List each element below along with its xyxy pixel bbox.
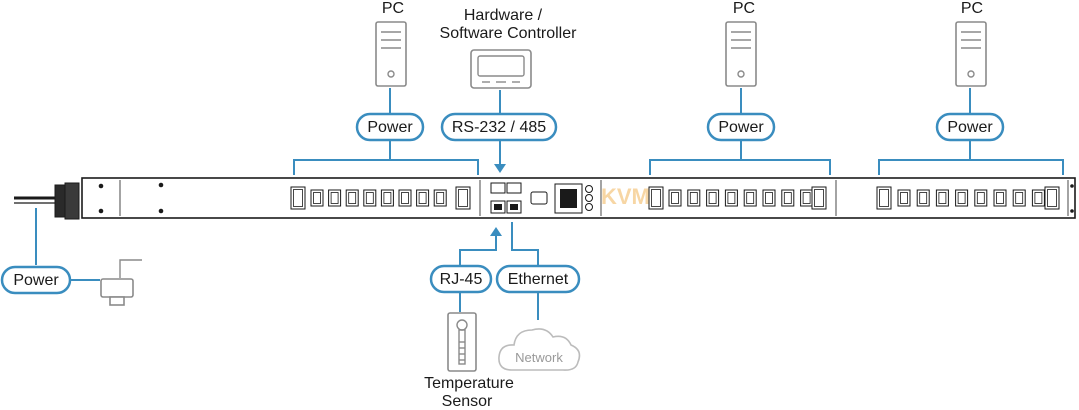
menu-up-button[interactable] bbox=[585, 185, 593, 193]
c13-outlet bbox=[706, 189, 720, 207]
power-pill-pc2: Power bbox=[706, 112, 776, 142]
c19-outlet bbox=[1044, 186, 1060, 210]
pc-tower-icon bbox=[725, 21, 757, 87]
pc3-outlet-bracket bbox=[878, 159, 1064, 175]
menu-select-button[interactable] bbox=[585, 194, 593, 202]
pc3-label: PC bbox=[961, 0, 983, 17]
c13-outlet bbox=[363, 189, 377, 207]
c13-outlet bbox=[800, 189, 814, 207]
c13-outlet bbox=[433, 189, 447, 207]
power-pill-pc1: Power bbox=[355, 112, 425, 142]
temperature-label-line2: Sensor bbox=[442, 393, 493, 410]
temperature-sensor-icon bbox=[447, 312, 477, 372]
c13-outlet bbox=[935, 189, 949, 207]
pc-tower-icon bbox=[955, 21, 987, 87]
power-pill-pc3: Power bbox=[935, 112, 1005, 142]
c13-outlet bbox=[724, 189, 738, 207]
rs232-port[interactable] bbox=[490, 182, 506, 194]
control-module bbox=[490, 182, 593, 214]
c13-outlet bbox=[897, 189, 911, 207]
pdu-strip: KVM bbox=[81, 177, 1076, 219]
rj45-arrow-icon bbox=[490, 227, 502, 236]
c13-outlet bbox=[310, 189, 324, 207]
pc2-label: PC bbox=[733, 0, 755, 17]
pc1-outlet-bracket bbox=[293, 159, 479, 175]
ethernet-pill-label: Ethernet bbox=[508, 271, 569, 288]
pc-tower-icon bbox=[375, 21, 407, 87]
c13-outlet bbox=[398, 189, 412, 207]
outlet-bank-2 bbox=[648, 186, 827, 210]
rs485-port[interactable] bbox=[506, 182, 522, 194]
rj45-pill-label: RJ-45 bbox=[440, 271, 483, 288]
c13-outlet bbox=[1031, 189, 1045, 207]
ethernet-wire bbox=[511, 222, 539, 265]
controller-label-line2: Software Controller bbox=[440, 25, 578, 42]
c13-outlet bbox=[380, 189, 394, 207]
c13-outlet bbox=[345, 189, 359, 207]
c13-outlet bbox=[993, 189, 1007, 207]
c13-outlet bbox=[668, 189, 682, 207]
c13-outlet bbox=[955, 189, 969, 207]
power-pill-pc1-label: Power bbox=[367, 119, 413, 136]
temperature-label-line1: Temperature bbox=[424, 375, 514, 392]
rs232-pill: RS-232 / 485 bbox=[440, 112, 558, 142]
power-pill-pc3-label: Power bbox=[947, 119, 993, 136]
c19-outlet bbox=[811, 186, 827, 210]
rs232-pill-label: RS-232 / 485 bbox=[452, 119, 546, 136]
c13-outlet bbox=[743, 189, 757, 207]
rj45-pill: RJ-45 bbox=[429, 264, 493, 294]
reset-button[interactable] bbox=[530, 191, 548, 205]
rs232-arrow-icon bbox=[494, 164, 506, 173]
ethernet-pill: Ethernet bbox=[495, 264, 581, 294]
plug-icon bbox=[100, 259, 142, 306]
c19-outlet bbox=[876, 186, 892, 210]
cloud-icon: Network bbox=[498, 328, 581, 371]
c13-outlet bbox=[916, 189, 930, 207]
pc1-label: PC bbox=[382, 0, 404, 17]
c13-outlet bbox=[1012, 189, 1026, 207]
c13-outlet bbox=[974, 189, 988, 207]
controller-screen-icon bbox=[470, 49, 532, 89]
c13-outlet bbox=[762, 189, 776, 207]
watermark-logo: KVM bbox=[601, 184, 650, 209]
c19-outlet bbox=[648, 186, 664, 210]
c19-outlet bbox=[455, 186, 471, 210]
power-pill-pc2-label: Power bbox=[718, 119, 764, 136]
c13-outlet bbox=[328, 189, 342, 207]
menu-down-button[interactable] bbox=[585, 203, 593, 211]
power-cord bbox=[14, 182, 80, 220]
c13-outlet bbox=[781, 189, 795, 207]
pc2-outlet-bracket bbox=[649, 159, 831, 175]
power-pill-input-label: Power bbox=[13, 272, 59, 289]
connection-wires bbox=[35, 88, 1064, 320]
power-pill-input: Power bbox=[0, 265, 72, 295]
outlet-bank-1 bbox=[290, 186, 471, 210]
network-label: Network bbox=[515, 350, 563, 365]
controller-label-line1: Hardware / bbox=[464, 7, 543, 24]
rj45-wire bbox=[459, 235, 497, 265]
c19-outlet bbox=[290, 186, 306, 210]
c13-outlet bbox=[687, 189, 701, 207]
outlet-bank-3 bbox=[876, 186, 1060, 210]
c13-outlet bbox=[416, 189, 430, 207]
